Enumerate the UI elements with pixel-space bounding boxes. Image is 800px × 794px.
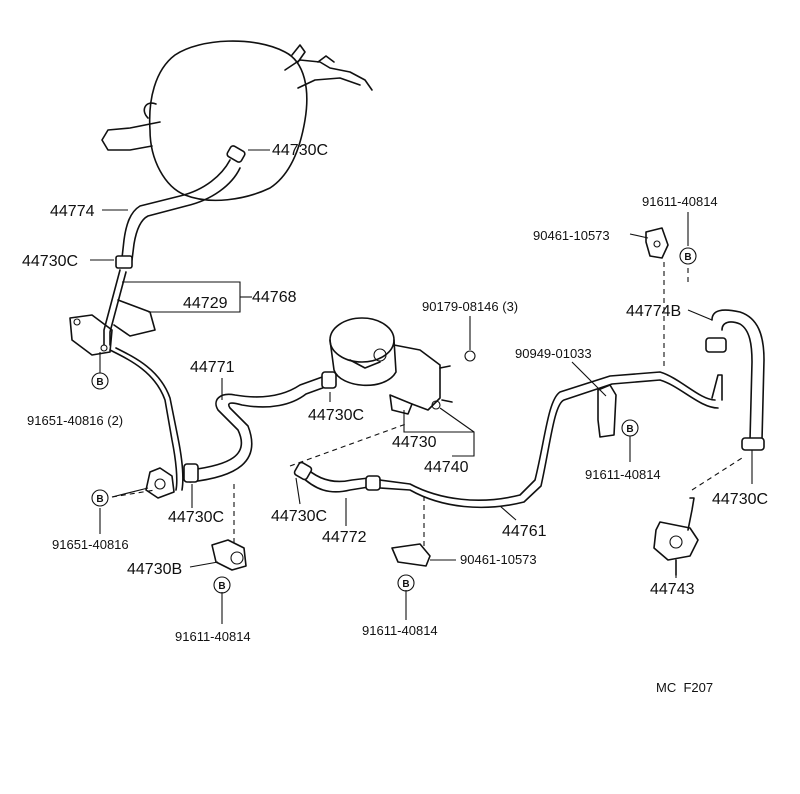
- clamp-90461-bottom: [391, 543, 431, 567]
- label-44730C-right: 44730C: [712, 491, 768, 508]
- label-44729: 44729: [183, 295, 228, 312]
- label-44740: 44740: [424, 459, 469, 476]
- vacuum-canister: [329, 317, 476, 415]
- label-91611-40814-bottom-center: 91611-40814: [362, 623, 438, 638]
- label-91611-40814-right-mid: 91611-40814: [585, 467, 661, 482]
- label-44730C-left: 44730C: [22, 253, 78, 270]
- label-91651-40816-left: 91651-40816: [52, 537, 129, 552]
- label-90949-01033: 90949-01033: [515, 346, 592, 361]
- label-90461-10573-bottom: 90461-10573: [460, 552, 537, 567]
- leader-lines: [90, 149, 753, 624]
- b-marker-91651-2: B: [91, 372, 109, 390]
- svg-text:B: B: [96, 494, 103, 505]
- footer-code: MC F207: [656, 680, 713, 695]
- label-90179-08146: 90179-08146 (3): [422, 299, 518, 314]
- brake-booster: [101, 40, 373, 202]
- label-44743: 44743: [650, 581, 695, 598]
- label-91611-40814-bottom-left: 91611-40814: [175, 629, 251, 644]
- label-44774B: 44774B: [626, 303, 681, 320]
- clamp-90461-top: [645, 227, 669, 259]
- hose-44774B: [705, 309, 765, 451]
- svg-text:B: B: [96, 377, 103, 388]
- b-marker-91611-right-mid: B: [621, 419, 639, 437]
- label-44730C-top: 44730C: [272, 142, 328, 159]
- label-44768: 44768: [252, 289, 297, 306]
- pipe-44761: [379, 371, 723, 509]
- svg-text:B: B: [684, 252, 691, 263]
- svg-text:B: B: [626, 424, 633, 435]
- label-44761: 44761: [502, 523, 547, 540]
- label-90461-10573-top: 90461-10573: [533, 228, 610, 243]
- b-marker-91651-left: B: [91, 489, 109, 507]
- b-marker-91611-bottom-left: B: [213, 576, 231, 594]
- check-valve-44743: [653, 497, 699, 576]
- hose-44771: [183, 371, 337, 483]
- svg-text:B: B: [402, 579, 409, 590]
- label-91651-40816-2: 91651-40816 (2): [27, 413, 123, 428]
- svg-text:B: B: [218, 581, 225, 592]
- hose-44772: [293, 461, 381, 493]
- label-44771: 44771: [190, 359, 235, 376]
- label-44730: 44730: [392, 434, 437, 451]
- label-44730C-mid: 44730C: [308, 407, 364, 424]
- dashed-lines: [111, 262, 743, 548]
- label-44730B: 44730B: [127, 561, 182, 578]
- label-44730C-center: 44730C: [271, 508, 327, 525]
- b-marker-91611-right-top: B: [679, 247, 697, 265]
- b-marker-91611-bottom-center: B: [397, 574, 415, 592]
- vacuum-pipe-left: [69, 269, 184, 499]
- label-44730C-lower-left: 44730C: [168, 509, 224, 526]
- label-44774: 44774: [50, 203, 95, 220]
- label-91611-40814-right-top: 91611-40814: [642, 194, 718, 209]
- clamp-44730B: [211, 539, 247, 571]
- hose-44774: [115, 145, 246, 269]
- label-44772: 44772: [322, 529, 367, 546]
